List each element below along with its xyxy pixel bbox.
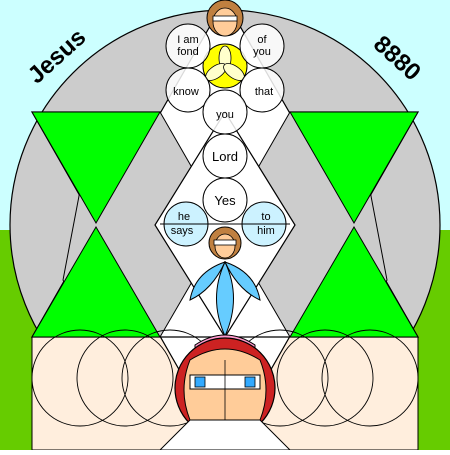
green-triangle-bottom-right [289, 226, 419, 338]
word-he: he [178, 211, 190, 223]
word-him: him [257, 225, 275, 237]
floor-circles [31, 329, 419, 427]
middle-head-face [214, 233, 236, 259]
word-you: you [216, 109, 234, 121]
floor-circle [31, 329, 129, 427]
left-eye [194, 376, 206, 388]
word-to: to [261, 211, 270, 223]
word-yes: Yes [214, 193, 236, 208]
word-know: know [173, 86, 199, 98]
floor-circle [76, 329, 174, 427]
floor-circle [276, 329, 374, 427]
bottom-head [174, 334, 276, 439]
blue-petal-left [189, 261, 226, 301]
middle-head [208, 226, 242, 260]
middle-head-eyes [213, 239, 237, 246]
word-you-top: you [253, 46, 271, 58]
word-fond: fond [177, 46, 198, 58]
green-triangle-top-right [289, 111, 419, 225]
blue-petal-right [224, 261, 261, 301]
word-circle-yes [202, 177, 248, 223]
top-head-eyes [212, 15, 238, 22]
blue-petals [189, 260, 261, 338]
word-that: that [255, 86, 273, 98]
right-eye [244, 376, 256, 388]
word-circle-that [239, 67, 285, 113]
green-triangle-bottom-left [31, 226, 161, 338]
top-head [206, 0, 244, 37]
floor-circle [321, 329, 419, 427]
word-i-am: I am [177, 34, 198, 46]
word-circles [165, 23, 285, 223]
word-says: says [171, 225, 194, 237]
green-triangle-top-left [31, 111, 161, 225]
word-of: of [257, 34, 267, 46]
word-lord: Lord [212, 149, 238, 164]
top-head-face [212, 7, 238, 37]
word-circle-know [165, 67, 211, 113]
